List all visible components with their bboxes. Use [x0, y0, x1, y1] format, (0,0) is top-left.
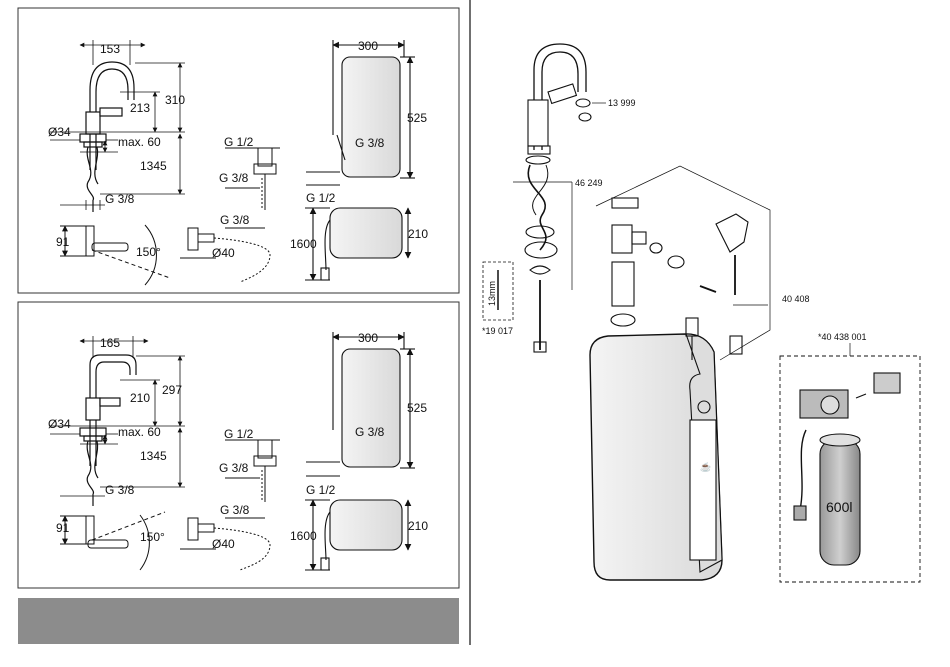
- max-thickness-label: max. 60: [118, 425, 161, 439]
- spout-height-label: 213: [130, 101, 150, 115]
- g38-valve-label: G 3/8: [219, 461, 249, 475]
- thread-label: G 3/8: [105, 483, 135, 497]
- width-label: 165: [100, 336, 120, 350]
- body-diameter-label: Ø34: [48, 125, 71, 139]
- tank-g12-label: G 1/2: [306, 483, 336, 497]
- g12-label: G 1/2: [224, 135, 254, 149]
- part-hose-label: 46 249: [575, 178, 603, 188]
- tank-height-label: 525: [407, 401, 427, 415]
- g38-valve-label: G 3/8: [219, 171, 249, 185]
- base-height-label: 91: [56, 521, 70, 535]
- thread-label: G 3/8: [105, 192, 135, 206]
- part-valve-set-label: 40 408: [782, 294, 810, 304]
- tank-width-label: 300: [358, 331, 378, 345]
- tank-height-label: 525: [407, 111, 427, 125]
- exploded-view: ☕: [483, 44, 920, 582]
- swivel-angle-label: 150°: [136, 245, 161, 259]
- width-label: 153: [100, 42, 120, 56]
- tank-thread-label: G 3/8: [355, 425, 385, 439]
- g38-tee-label: G 3/8: [220, 213, 250, 227]
- max-thickness-label: max. 60: [118, 135, 161, 149]
- g38-tee-label: G 3/8: [220, 503, 250, 517]
- cable-length-label: 1600: [290, 529, 317, 543]
- body-diameter-label: Ø34: [48, 417, 71, 431]
- spout-height-label: 210: [130, 391, 150, 405]
- height-total-label: 310: [165, 93, 185, 107]
- hose-length-label: 1345: [140, 159, 167, 173]
- outlet-diameter-label: Ø40: [212, 246, 235, 260]
- cable-length-label: 1600: [290, 237, 317, 251]
- tank-depth-label: 210: [408, 227, 428, 241]
- part-aerator-label: 13 999: [608, 98, 636, 108]
- height-total-label: 297: [162, 383, 182, 397]
- swivel-angle-label: 150°: [140, 530, 165, 544]
- dimension-panel-2: 165 297 210 Ø34 max. 60 1345 G 3/8 91 15…: [18, 302, 459, 588]
- part-spring-label: *19 017: [482, 326, 513, 336]
- tank-depth-label: 210: [408, 519, 428, 533]
- outlet-diameter-label: Ø40: [212, 537, 235, 551]
- footer-banner: [18, 598, 459, 644]
- tank-width-label: 300: [358, 39, 378, 53]
- tank-g12-label: G 1/2: [306, 191, 336, 205]
- dimension-panel-1: 153 310 213 Ø34 max. 60 1345 G 3/8 91 15…: [18, 8, 459, 293]
- base-height-label: 91: [56, 235, 70, 249]
- part-filter-set-label: *40 438 001: [818, 332, 867, 342]
- tank-thread-label: G 3/8: [355, 136, 385, 150]
- hose-length-label: 1345: [140, 449, 167, 463]
- tank-drawing-1: [305, 40, 415, 280]
- spring-length-label: 13mm: [487, 281, 497, 306]
- filter-capacity-label: 600l: [826, 499, 852, 515]
- cup-icon: ☕: [700, 461, 711, 472]
- tank-drawing-2: [305, 332, 415, 570]
- g12-label: G 1/2: [224, 427, 254, 441]
